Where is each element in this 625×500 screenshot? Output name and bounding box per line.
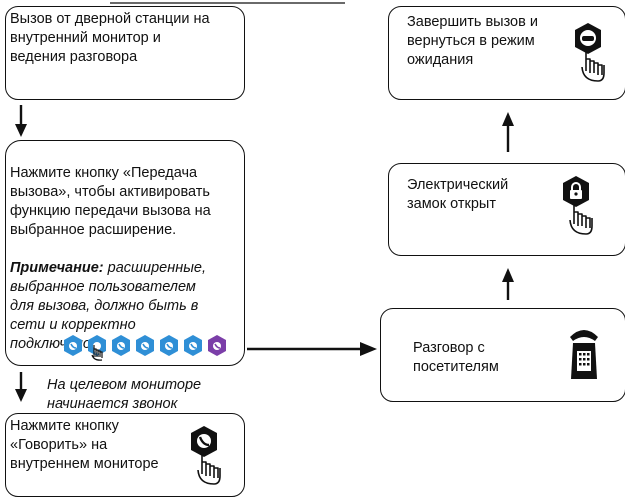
step-lock-open-text: Электрический замок открыт bbox=[407, 177, 509, 212]
transfer-note-label: Примечание: bbox=[10, 260, 104, 276]
step-call-from-door-text: Вызов от дверной станции на внутренний м… bbox=[10, 11, 210, 65]
unlock-hand-icon bbox=[563, 176, 593, 235]
step-transfer-text: Нажмите кнопку «Передача вызова», чтобы … bbox=[10, 145, 242, 354]
step-end-call-box: Завершить вызов и вернуться в режим ожид… bbox=[388, 6, 625, 100]
arrow-down-1 bbox=[15, 105, 27, 137]
extension-button-alt-icon bbox=[208, 335, 226, 356]
arrow-up-2 bbox=[502, 112, 514, 152]
monitor-buttons-row bbox=[64, 335, 226, 361]
step-call-from-door-box: Вызов от дверной станции на внутренний м… bbox=[5, 6, 245, 100]
arrow-down-2 bbox=[15, 372, 27, 402]
extension-button-icon bbox=[160, 335, 178, 356]
desk-telephone-icon bbox=[570, 330, 598, 379]
extension-button-icon bbox=[136, 335, 154, 356]
ring-target-annotation: На целевом мониторе начинается звонок bbox=[47, 377, 202, 412]
step-talk-press-text: Нажмите кнопку «Говорить» на внутреннем … bbox=[10, 418, 159, 472]
extension-button-icon bbox=[112, 335, 130, 356]
arrow-up-1 bbox=[502, 268, 514, 300]
extension-button-pressed-icon bbox=[88, 335, 106, 361]
end-call-hand-icon bbox=[575, 23, 605, 82]
extension-button-icon bbox=[184, 335, 202, 356]
step-lock-open-box: Электрический замок открыт bbox=[388, 163, 625, 256]
step-talk-visitors-box: Разговор с посетителям bbox=[380, 308, 625, 402]
step-talk-press-box: Нажмите кнопку «Говорить» на внутреннем … bbox=[5, 413, 245, 497]
extension-button-icon bbox=[64, 335, 82, 356]
step-end-call-text: Завершить вызов и вернуться в режим ожид… bbox=[407, 14, 538, 68]
talk-button-hand-icon bbox=[191, 426, 221, 485]
transfer-note-text: расширенные, выбранное пользователем для… bbox=[10, 260, 206, 352]
transfer-instruction: Нажмите кнопку «Передача вызова», чтобы … bbox=[10, 165, 211, 238]
step-transfer-box: Нажмите кнопку «Передача вызова», чтобы … bbox=[5, 140, 245, 366]
arrow-right bbox=[247, 342, 377, 356]
step-talk-visitors-text: Разговор с посетителям bbox=[413, 340, 499, 375]
